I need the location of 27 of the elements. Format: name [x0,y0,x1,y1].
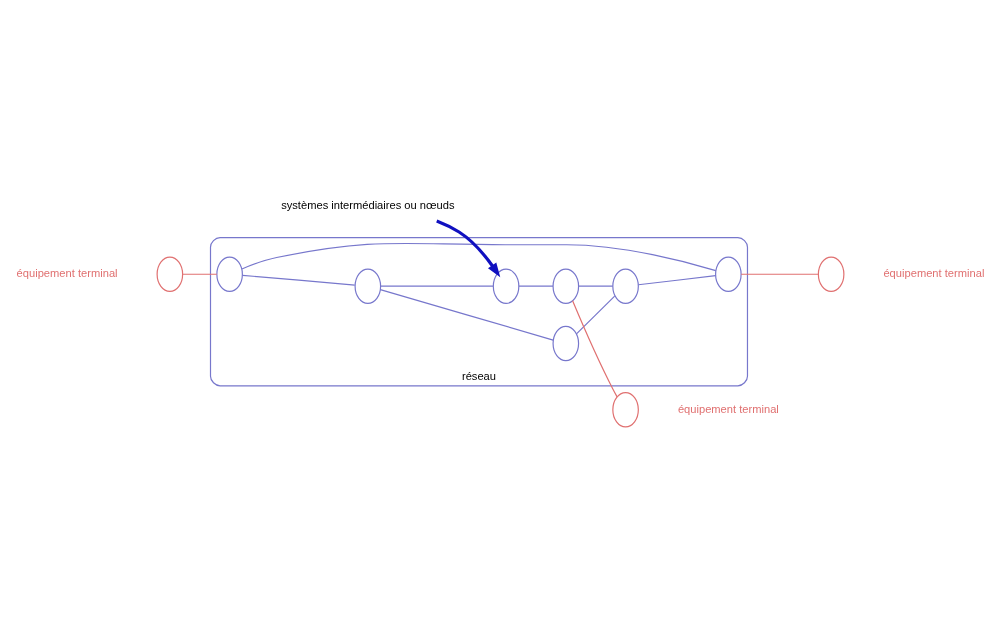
arrow [436,219,501,278]
connector [518,285,554,287]
connector [380,285,494,287]
connector [241,242,717,272]
connector [740,273,819,275]
connector [578,285,614,287]
connector [575,295,616,335]
node-label: équipement terminal [677,402,779,415]
node-circle [715,256,742,292]
connector [241,274,356,286]
node-label: équipement terminal [883,267,985,280]
node-text: systèmes intermédiaires ou nœuds [281,199,455,212]
node-circle [817,256,845,292]
connector [182,273,218,275]
connector [379,289,554,341]
node-circle [216,256,243,292]
connector [572,300,618,398]
node-circle [612,391,639,428]
node-circle [552,325,580,362]
node-circle [492,268,520,304]
node-circle [612,268,639,304]
node-label: équipement terminal [16,267,118,280]
node-circle [354,268,382,304]
node-circle [156,256,184,292]
node-circle [552,268,580,304]
cluster: réseau [209,237,749,387]
connector [637,275,717,286]
